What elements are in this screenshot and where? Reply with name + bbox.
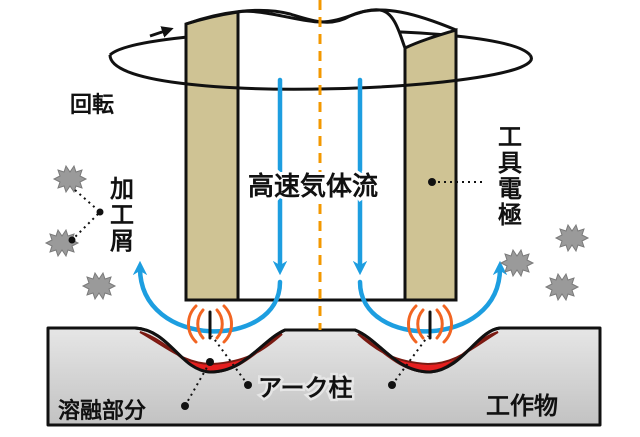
leader-molten [184,361,211,407]
svg-text:加: 加 [110,175,134,203]
electrode-right-wall [403,27,458,302]
arc-column-left [187,304,233,344]
leader-lines [71,181,485,407]
debris-particle [499,248,535,278]
arc-column-label: アーク柱 [258,374,353,402]
gas-flow-label: 高速気体流 [248,171,378,202]
leader-dots [68,178,436,410]
molten-label: 溶融部分 [58,398,146,424]
electrode-label: 工 具 電 極 [498,123,522,229]
leader-arc-right [391,335,429,386]
workpiece-label: 工作物 [486,392,558,420]
svg-text:工: 工 [498,123,522,151]
leader-debris [71,189,102,241]
debris-label: 加 工 屑 [110,175,134,255]
debris-particle [44,228,80,258]
rotation-label: 回転 [70,92,114,118]
svg-text:屑: 屑 [110,227,134,255]
rotation-arrow-icon [149,26,174,38]
leader-arc-left [211,335,249,386]
electrode-left-wall [184,10,240,302]
svg-text:電: 電 [498,175,522,203]
debris-particle [52,164,88,194]
molten-zone-right-edge [354,326,501,374]
debris-particles [44,164,590,302]
molten-zone-left-edge [134,326,286,374]
arc-column-right [407,304,453,344]
debris-particle [81,271,117,301]
svg-text:具: 具 [498,149,522,177]
rotation-ellipse-front [108,54,533,91]
debris-particle [554,223,590,253]
debris-particle [544,272,580,302]
svg-text:極: 極 [498,201,522,229]
svg-text:工: 工 [110,201,134,229]
